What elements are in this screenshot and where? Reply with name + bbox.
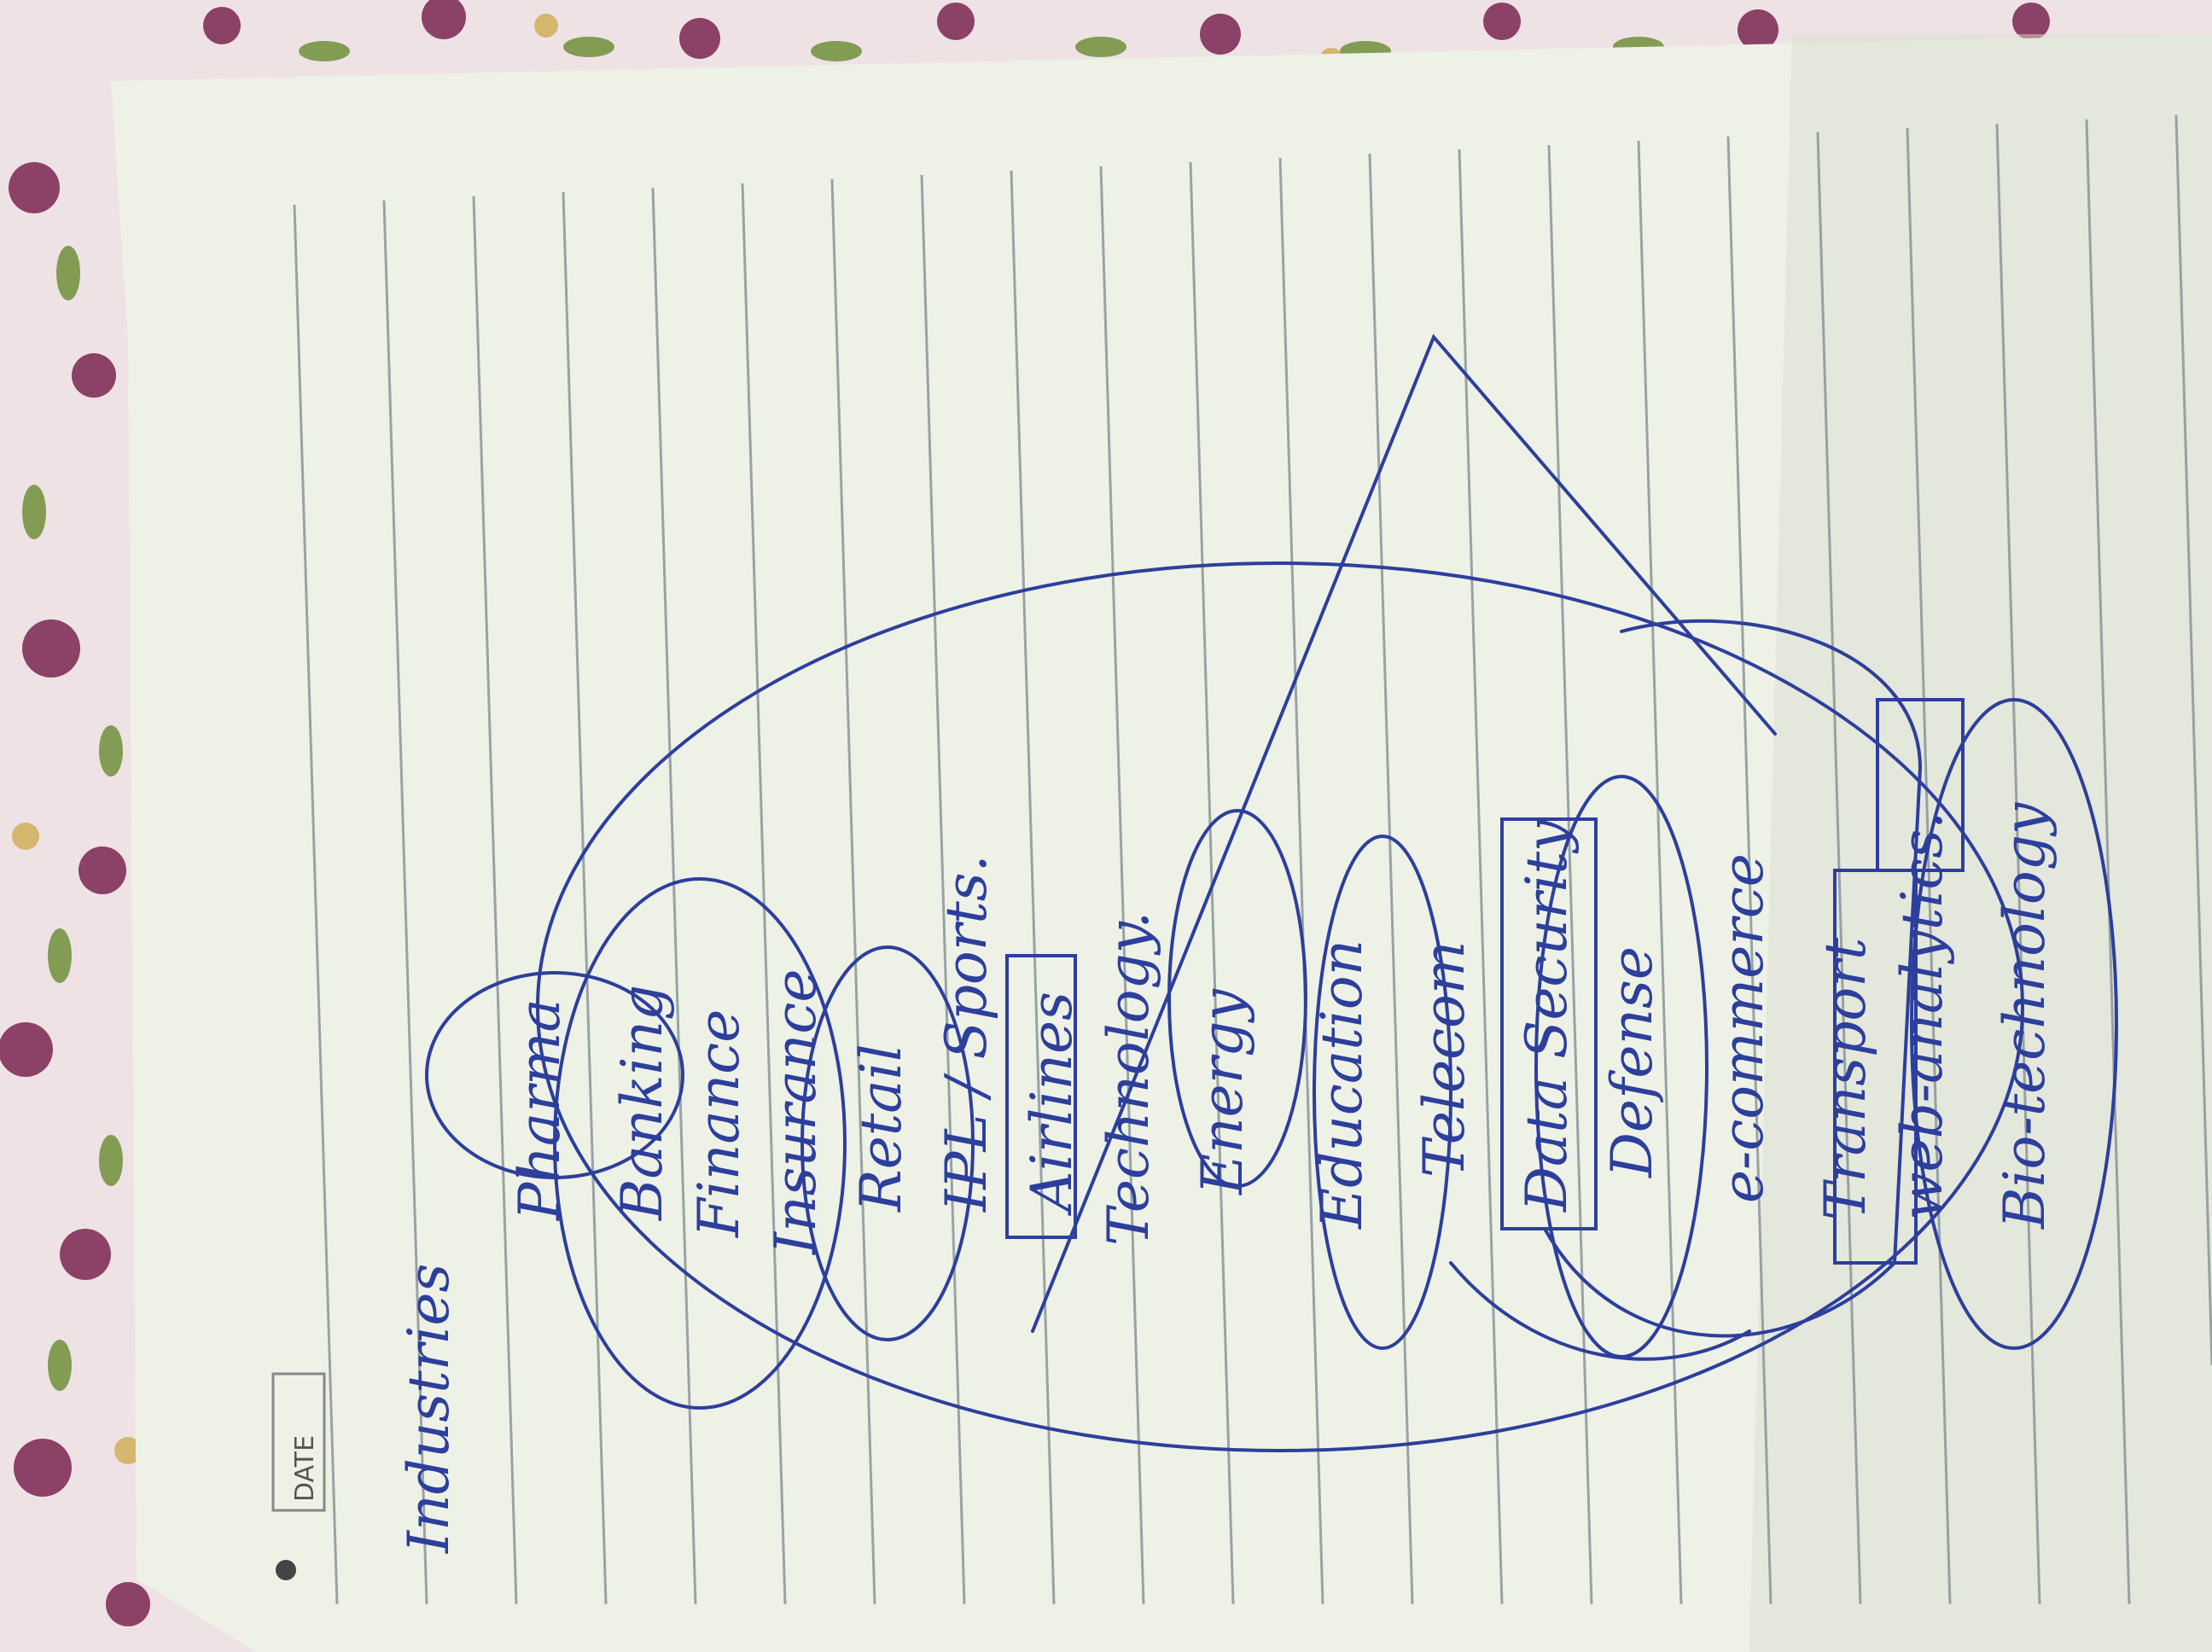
item-technology: Technology. (1096, 910, 1161, 1246)
root-label: Industries (396, 1263, 462, 1553)
item-transport: Transport (1813, 937, 1878, 1220)
ink-drawing (425, 334, 2118, 1452)
item-pharma: Pharma (507, 998, 573, 1220)
date-label: DATE (290, 1434, 320, 1502)
item-energy: Energy (1190, 989, 1255, 1195)
item-ipl-sports: IPL / Sports. (934, 854, 999, 1212)
date-box (271, 1372, 326, 1512)
floral-fabric (0, 0, 2050, 1626)
item-web-analytics: web-analytics. (1889, 811, 1955, 1220)
item-airlines: Airlines (1019, 992, 1085, 1212)
item-banking: Banking (609, 984, 675, 1220)
item-bio-technology: Bio-technology (1992, 802, 2058, 1229)
item-insurance: Insurance (763, 969, 829, 1254)
item-defense: Defense (1599, 946, 1665, 1178)
item-e-commerce: e-commerce (1710, 853, 1776, 1203)
outer-loop (536, 561, 2024, 1452)
item-data-security: Data Security (1514, 819, 1580, 1212)
item-retail: Retail (848, 1044, 914, 1212)
item-education: Education (1309, 939, 1375, 1229)
item-telecom: Telecom (1412, 940, 1477, 1178)
binding-hole (276, 1560, 296, 1580)
item-finance: Finance (686, 1009, 752, 1237)
